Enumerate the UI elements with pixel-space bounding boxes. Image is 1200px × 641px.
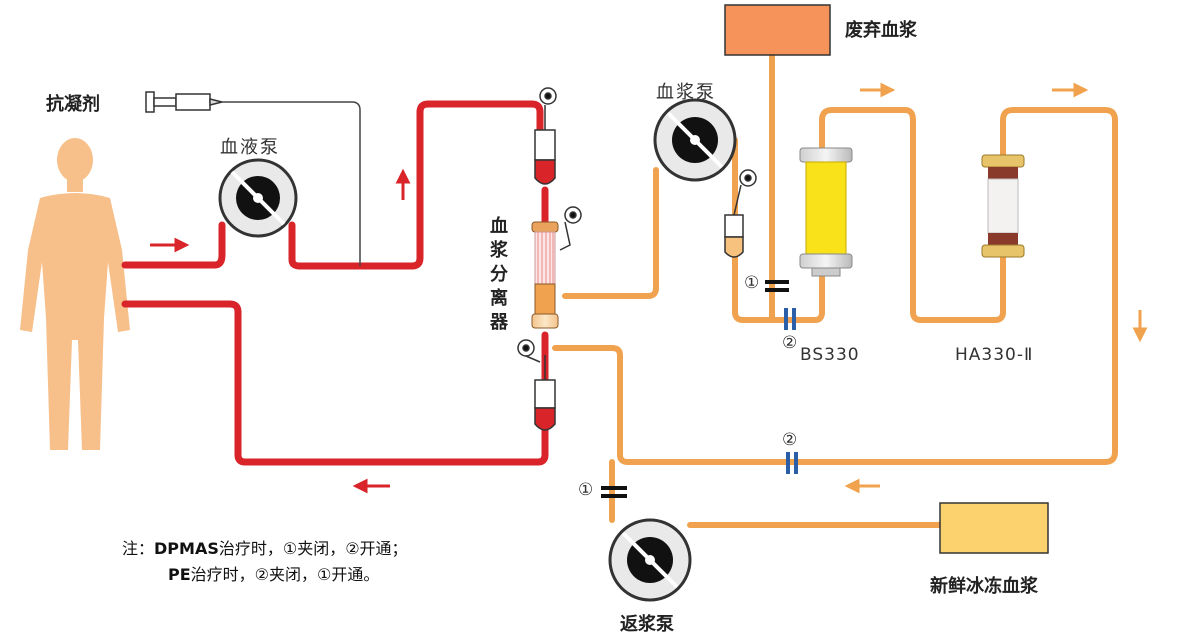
plasma-flow-arrows <box>844 82 1148 494</box>
arterial-line-after-pump <box>288 100 544 270</box>
clamp-1-lower-label: ① <box>578 480 594 500</box>
patient-silhouette <box>20 138 130 450</box>
plasma-separator-label: 血浆分离器 <box>490 216 508 333</box>
blood-pump-label: 血液泵 <box>220 137 280 158</box>
clamp-1-upper <box>765 280 789 292</box>
pressure-monitors <box>517 87 757 431</box>
plasma-circuit <box>552 52 1118 528</box>
plasma-pump <box>653 98 737 182</box>
waste-plasma-label: 废弃血浆 <box>845 20 917 41</box>
clamp-2-lower <box>786 452 798 474</box>
fresh-frozen-plasma-label: 新鲜冰冻血浆 <box>930 576 1038 597</box>
anticoagulant-syringe <box>145 91 361 266</box>
treatment-note: 注：DPMAS治疗时，①夹闭，②开通； PE治疗时，②夹闭，①开通。 <box>122 536 408 588</box>
waste-plasma-bag <box>724 4 831 56</box>
plasma-separator <box>531 221 559 329</box>
arterial-line <box>121 221 226 269</box>
clamp-1-lower <box>601 486 627 498</box>
return-pump-label: 返浆泵 <box>620 614 674 635</box>
plasma-pump-label: 血浆泵 <box>656 82 716 103</box>
clamp-2-upper <box>784 308 796 330</box>
plasma-out-line <box>562 167 659 299</box>
ha330-label: HA330-Ⅱ <box>955 345 1034 365</box>
return-pump <box>608 518 692 602</box>
fresh-frozen-plasma-bag <box>939 502 1049 554</box>
blood-flow-arrows <box>150 168 411 494</box>
clamp-2-upper-label: ② <box>782 333 798 353</box>
note-line-1: 注：DPMAS治疗时，①夹闭，②开通； <box>122 539 408 558</box>
bs330-column <box>799 147 853 277</box>
plasma-pump-out-line <box>732 137 788 323</box>
blood-pump <box>218 158 298 238</box>
venous-line <box>121 300 549 466</box>
note-line-2: PE治疗时，②夹闭，①开通。 <box>168 565 380 584</box>
anticoagulant-label: 抗凝剂 <box>46 94 100 115</box>
clamp-2-lower-label: ② <box>782 430 798 450</box>
ha330-column <box>981 154 1025 258</box>
bs330-label: BS330 <box>800 345 860 365</box>
blood-circuit <box>121 100 549 466</box>
clamp-1-upper-label: ① <box>744 273 760 293</box>
